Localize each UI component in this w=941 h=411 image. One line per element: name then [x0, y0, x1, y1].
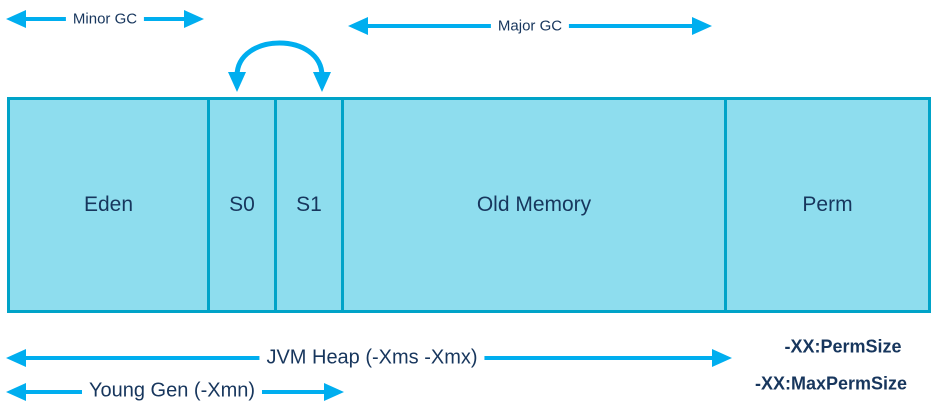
- segment-s0-label: S0: [229, 193, 255, 216]
- s0-s1-swap-arrow: [228, 40, 331, 92]
- young-gen-label: Young Gen (-Xmn): [81, 379, 263, 403]
- segment-old-memory-label: Old Memory: [476, 193, 592, 216]
- segment-s1-label: S1: [296, 193, 322, 216]
- segment-s0: S0: [210, 100, 277, 310]
- major-gc-label: Major GC: [490, 17, 570, 35]
- segment-old-memory: Old Memory: [344, 100, 727, 310]
- segment-perm: Perm: [727, 100, 928, 310]
- permsize-label: -XX:PermSize: [784, 336, 902, 357]
- memory-box: Eden S0 S1 Old Memory Perm: [7, 97, 931, 313]
- segment-perm-label: Perm: [802, 193, 853, 216]
- segment-s1: S1: [277, 100, 344, 310]
- segment-eden: Eden: [10, 100, 210, 310]
- jvm-heap-label: JVM Heap (-Xms -Xmx): [259, 346, 485, 370]
- segment-eden-label: Eden: [83, 193, 134, 216]
- maxpermsize-label: -XX:MaxPermSize: [754, 373, 908, 394]
- minor-gc-label: Minor GC: [65, 10, 145, 28]
